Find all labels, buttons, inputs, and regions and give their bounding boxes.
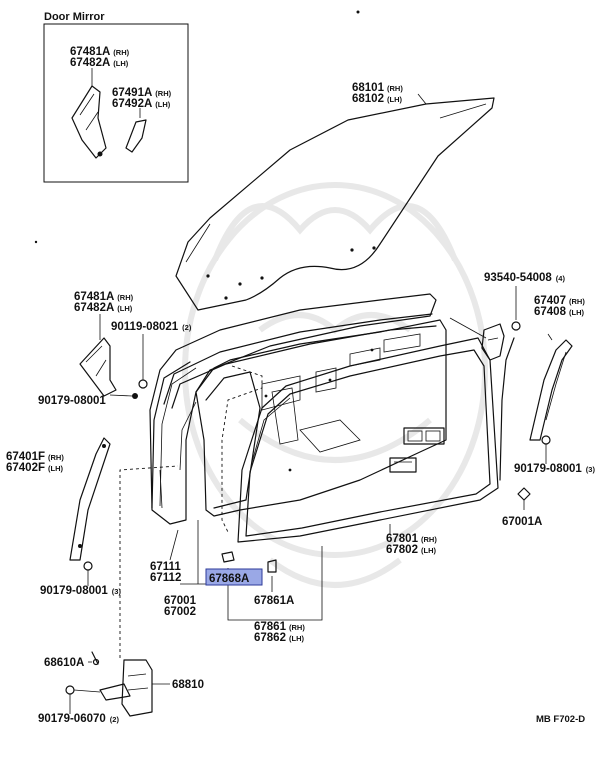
clip-67868a <box>221 551 235 563</box>
door-glass <box>175 93 495 311</box>
label-inset-67492a: 67492A(LH) <box>112 98 171 110</box>
label-90179-06070: 90179-06070(2) <box>38 713 119 725</box>
label-67861: 67861(RH) <box>254 621 305 633</box>
label-67481a: 67481A(RH) <box>74 291 134 303</box>
label-68102: 68102(LH) <box>352 93 402 105</box>
label-67802: 67802(LH) <box>386 544 436 556</box>
label-68810: 68810 <box>172 679 204 691</box>
label-67402f: 67402F(LH) <box>6 462 64 474</box>
label-67001: 67001 <box>164 595 197 607</box>
door-mirror <box>79 314 148 399</box>
label-inset-67481a: 67481A(RH) <box>70 46 130 58</box>
inset-mirror-bracket <box>71 68 107 159</box>
label-inset-67491a: 67491A(RH) <box>112 87 172 99</box>
door-lock-striker <box>481 286 521 481</box>
label-67408: 67408(LH) <box>534 306 584 318</box>
door-shell <box>149 293 437 525</box>
highlight-67868a[interactable] <box>205 568 263 586</box>
speck-left <box>34 240 38 244</box>
label-67482a: 67482A(LH) <box>74 302 133 314</box>
label-67401f: 67401F(RH) <box>6 451 64 463</box>
label-67112: 67112 <box>150 572 181 584</box>
door-inner-frame <box>195 319 447 517</box>
hinge-reference-line <box>119 465 179 658</box>
rear-garnish <box>529 333 573 464</box>
speck-top <box>356 10 360 14</box>
door-hinge <box>65 651 170 717</box>
clip-67001a <box>517 487 531 510</box>
label-67111: 67111 <box>150 561 181 573</box>
label-68610a: 68610A <box>44 657 84 669</box>
label-67861a: 67861A <box>254 595 294 607</box>
inset-mirror-cover <box>125 108 147 153</box>
footer-code: MB F702-D <box>536 714 585 725</box>
watermark-emblem <box>182 182 488 588</box>
label-67801: 67801(RH) <box>386 533 437 545</box>
label-90179-08001-b: 90179-08001(3) <box>40 585 121 597</box>
inset-box <box>43 23 189 183</box>
label-90119-08021: 90119-08021(2) <box>111 321 192 333</box>
front-door-frame <box>69 437 111 586</box>
door-trim-panel <box>237 337 499 543</box>
clip-67861a <box>267 559 277 592</box>
belt-seal <box>151 361 197 509</box>
weatherstrip <box>221 365 263 533</box>
inset-title: Door Mirror <box>44 11 105 23</box>
label-90179-08001-c: 90179-08001(3) <box>514 463 595 475</box>
label-67868a: 67868A <box>209 573 249 585</box>
label-67862: 67862(LH) <box>254 632 304 644</box>
label-67002: 67002 <box>164 606 196 618</box>
label-67001a: 67001A <box>502 516 542 528</box>
label-68101: 68101(RH) <box>352 82 403 94</box>
part-labels: 67481A(RH) 67482A(LH) 67491A(RH) 67492A(… <box>6 46 595 725</box>
label-67407: 67407(RH) <box>534 295 585 307</box>
label-93540-54008: 93540-54008(4) <box>484 272 565 284</box>
label-90179-08001-a: 90179-08001 <box>38 395 106 407</box>
label-inset-67482a: 67482A(LH) <box>70 57 129 69</box>
